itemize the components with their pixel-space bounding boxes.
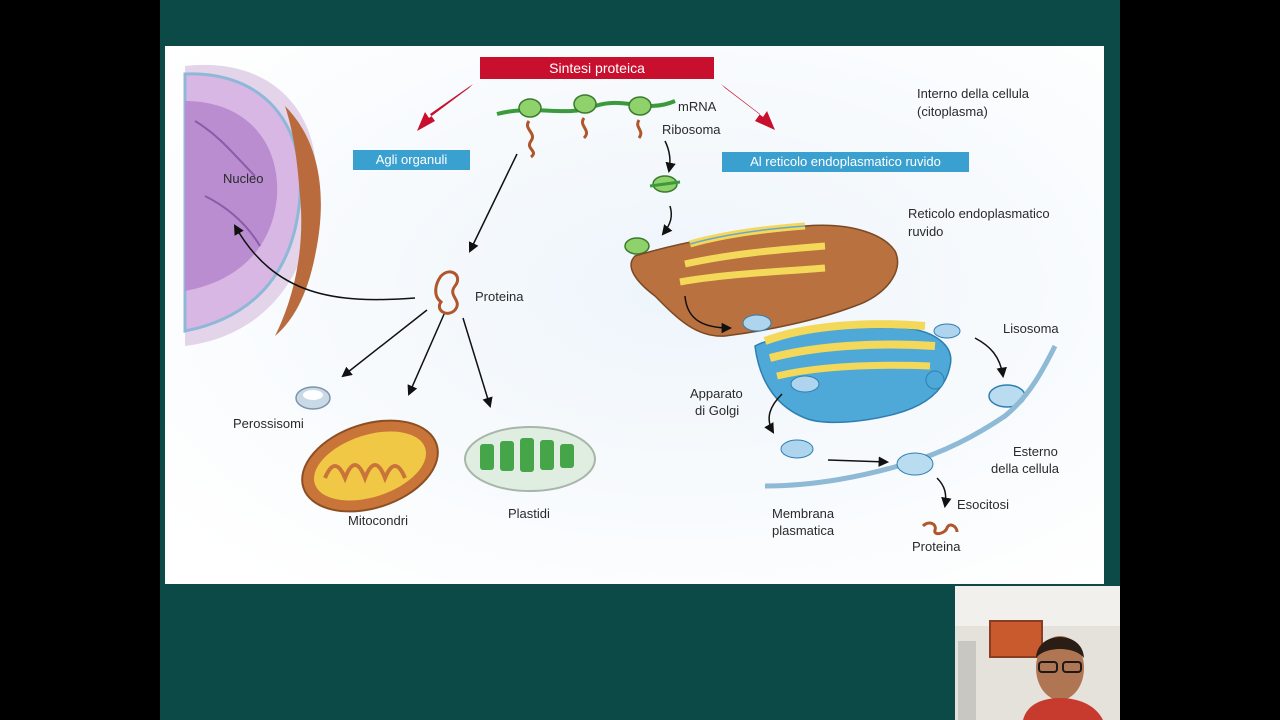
label-citoplasma: (citoplasma): [917, 104, 988, 119]
label-golgi: di Golgi: [695, 403, 740, 418]
rer-banner: Al reticolo endoplasmatico ruvido: [722, 152, 969, 172]
plasma-membrane-icon: [764, 344, 1058, 489]
red-arrow-right: [721, 84, 775, 130]
protein-synthesis-diagram: [165, 46, 1104, 584]
red-arrow-left: [417, 84, 473, 131]
vesicle-icon: [742, 314, 961, 459]
title-banner: Sintesi proteica: [480, 57, 714, 79]
label-apparato: Apparato: [690, 386, 743, 401]
protein-icon: [434, 270, 460, 315]
label-proteina-out: Proteina: [912, 539, 961, 554]
presenter-image: [955, 586, 1120, 720]
label-mitocondri: Mitocondri: [348, 513, 408, 528]
label-reticolo-2: ruvido: [908, 224, 944, 239]
label-perossisomi: Perossisomi: [233, 416, 304, 431]
label-della-cellula: della cellula: [991, 461, 1059, 476]
protein-out-icon: [921, 521, 959, 536]
presentation-stage: Sintesi proteica Agli organuli Al retico…: [160, 0, 1120, 720]
label-interno: Interno della cellula: [917, 86, 1030, 101]
golgi-apparatus-icon: [754, 320, 952, 424]
label-nucleo: Nucleo: [223, 171, 264, 186]
label-ribosoma: Ribosoma: [662, 122, 721, 137]
slide: Sintesi proteica Agli organuli Al retico…: [165, 46, 1104, 584]
label-membrana: Membrana: [772, 506, 835, 521]
rough-er-icon: [630, 222, 899, 337]
nucleus-icon: [183, 64, 321, 347]
label-plasmatica: plasmatica: [772, 523, 835, 538]
mitochondrion-icon: [301, 419, 439, 513]
label-reticolo-1: Reticolo endoplasmatico: [908, 206, 1050, 221]
plastid-icon: [464, 426, 596, 492]
label-esocitosi: Esocitosi: [957, 497, 1010, 512]
label-proteina: Proteina: [475, 289, 524, 304]
label-lisosoma: Lisosoma: [1003, 321, 1059, 336]
webcam-feed: [955, 586, 1120, 720]
label-esterno: Esterno: [1013, 444, 1058, 459]
label-plastidi: Plastidi: [508, 506, 550, 521]
label-mrna: mRNA: [678, 99, 717, 114]
ribosome-icon: [518, 94, 652, 118]
organelle-banner: Agli organuli: [353, 150, 470, 170]
peroxisome-icon: [295, 386, 331, 410]
